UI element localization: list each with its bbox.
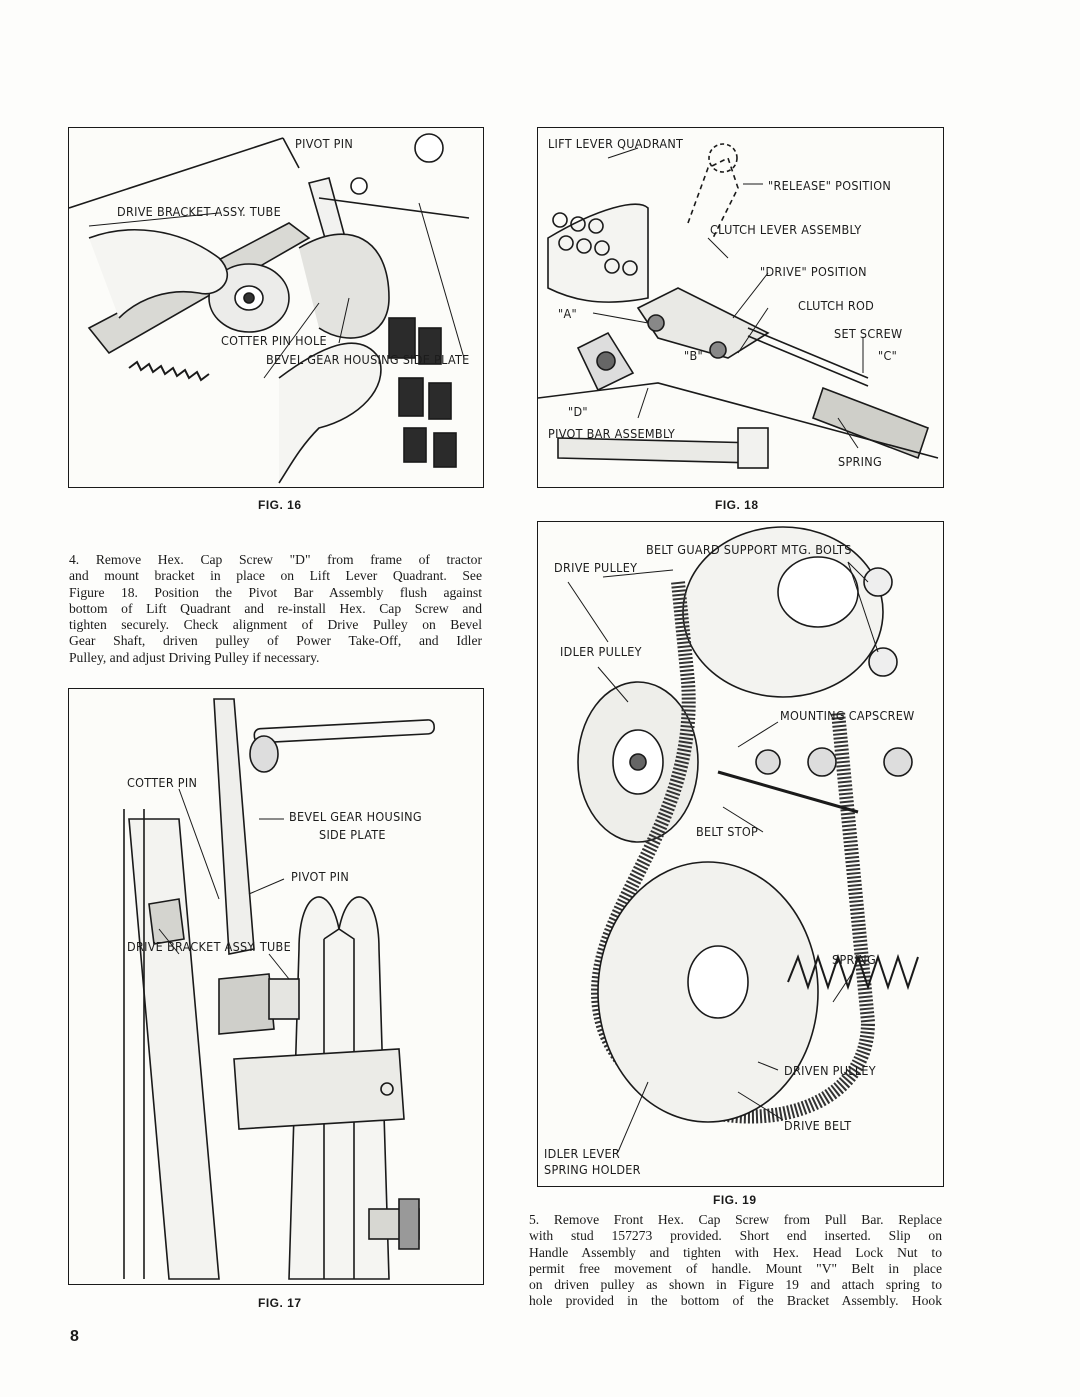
- step5-line: Handle Assembly and tighten with Hex. He…: [529, 1244, 942, 1260]
- step5-line: with stud 157273 provided. Short end ins…: [529, 1228, 942, 1244]
- label-spring: SPRING: [838, 454, 882, 469]
- step5-line: 5. Remove Front Hex. Cap Screw from Pull…: [529, 1212, 942, 1227]
- label-drive-pulley: DRIVE PULLEY: [554, 560, 638, 575]
- label-set-screw: SET SCREW: [834, 326, 903, 341]
- label-spring-holder: SPRING HOLDER: [544, 1162, 641, 1177]
- label-pivot-pin: PIVOT PIN: [291, 869, 350, 884]
- label-a: "A": [558, 306, 577, 321]
- step4-line: Figure 18. Position the Pivot Bar Assemb…: [69, 584, 482, 600]
- label-c: "C": [878, 348, 898, 363]
- fig17-caption: FIG. 17: [258, 1296, 302, 1310]
- step4-line: bottom of Lift Quadrant and re-install H…: [69, 600, 482, 616]
- label-idler-lever: IDLER LEVER: [544, 1146, 620, 1161]
- step5-line: permit free movement of handle. Mount "V…: [529, 1260, 942, 1276]
- label-belt-stop: BELT STOP: [696, 824, 759, 839]
- label-drive-bracket: DRIVE BRACKET ASSY. TUBE: [127, 939, 291, 954]
- step5-line: on driven pulley as shown in Figure 19 a…: [529, 1277, 942, 1293]
- fig16-caption: FIG. 16: [258, 498, 302, 512]
- page-number: 8: [70, 1328, 79, 1345]
- label-cotter-pin: COTTER PIN: [127, 775, 198, 790]
- label-side-plate: SIDE PLATE: [319, 827, 386, 842]
- label-cotter-pin-hole: COTTER PIN HOLE: [221, 333, 327, 348]
- label-lift-lever-quadrant: LIFT LEVER QUADRANT: [548, 136, 684, 151]
- figure-17: COTTER PIN BEVEL GEAR HOUSING SIDE PLATE…: [68, 688, 484, 1285]
- figure-16-illustration: [69, 133, 470, 484]
- step4-line: Gear Shaft, driven pulley of Power Take-…: [69, 633, 482, 649]
- figure-17-illustration: [123, 698, 435, 1280]
- label-belt-guard-bolts: BELT GUARD SUPPORT MTG. BOLTS: [646, 542, 852, 557]
- label-clutch-lever-assembly: CLUTCH LEVER ASSEMBLY: [710, 222, 862, 237]
- figure-19-illustration: [567, 526, 919, 1153]
- label-pivot-pin: PIVOT PIN: [295, 136, 354, 151]
- fig18-caption: FIG. 18: [715, 498, 759, 512]
- instruction-step-5: 5. Remove Front Hex. Cap Screw from Pull…: [529, 1212, 942, 1310]
- label-b: "B": [684, 348, 703, 363]
- fig19-caption: FIG. 19: [713, 1193, 757, 1207]
- label-spring: SPRING: [832, 952, 876, 967]
- step4-line: and mount bracket in place on Lift Lever…: [69, 568, 482, 584]
- label-drive-position: "DRIVE" POSITION: [760, 264, 867, 279]
- figure-19: BELT GUARD SUPPORT MTG. BOLTS DRIVE PULL…: [537, 521, 944, 1187]
- label-clutch-rod: CLUTCH ROD: [798, 298, 875, 313]
- step4-line: 4. Remove Hex. Cap Screw "D" from frame …: [69, 552, 482, 567]
- figure-18-illustration: [538, 143, 939, 469]
- label-drive-bracket: DRIVE BRACKET ASSY. TUBE: [117, 204, 281, 219]
- figure-18: LIFT LEVER QUADRANT "RELEASE" POSITION C…: [537, 127, 944, 488]
- label-idler-pulley: IDLER PULLEY: [560, 644, 642, 659]
- step4-line: Pulley, and adjust Driving Pulley if nec…: [69, 649, 320, 665]
- instruction-step-4: 4. Remove Hex. Cap Screw "D" from frame …: [69, 552, 482, 666]
- label-drive-belt: DRIVE BELT: [784, 1118, 852, 1133]
- label-release-position: "RELEASE" POSITION: [768, 178, 892, 193]
- label-bevel-gear-housing: BEVEL GEAR HOUSING SIDE PLATE: [266, 352, 470, 367]
- label-pivot-bar-assembly: PIVOT BAR ASSEMBLY: [548, 426, 676, 441]
- label-d: "D": [568, 404, 588, 419]
- label-bevel-gear-housing: BEVEL GEAR HOUSING: [289, 809, 422, 824]
- figure-16: PIVOT PIN DRIVE BRACKET ASSY. TUBE COTTE…: [68, 127, 484, 488]
- step5-line: hole provided in the bottom of the Brack…: [529, 1293, 942, 1309]
- label-mounting-capscrew: MOUNTING CAPSCREW: [780, 708, 915, 723]
- step4-line: tighten securely. Check alignment of Dri…: [69, 617, 482, 633]
- label-driven-pulley: DRIVEN PULLEY: [784, 1063, 876, 1078]
